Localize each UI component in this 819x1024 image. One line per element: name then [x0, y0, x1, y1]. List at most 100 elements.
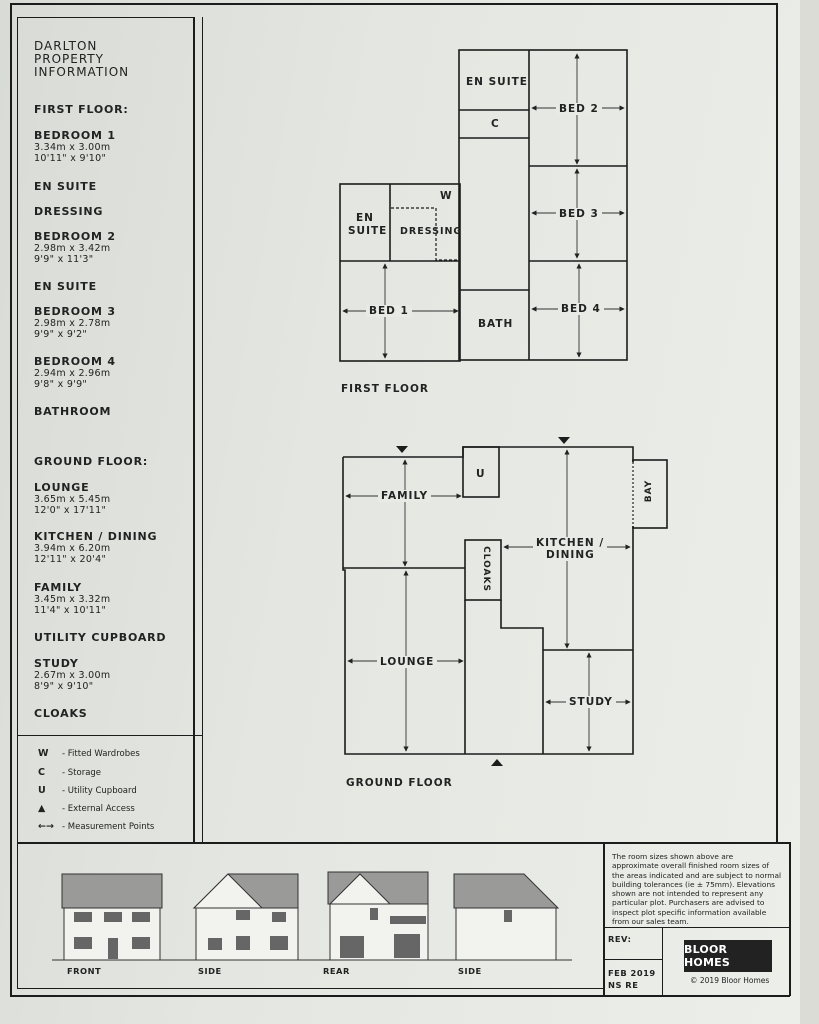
label-bath: BATH: [478, 318, 514, 330]
label-bed1: BED 1: [366, 305, 412, 317]
key-item-storage: C- Storage: [38, 767, 101, 778]
room-name: FAMILY: [34, 581, 82, 594]
label-dining: DINING: [543, 549, 598, 561]
room-imperial: 12'11" x 20'4": [34, 554, 107, 565]
outer-border-bottom: [10, 995, 790, 997]
ground-floor-room-5: STUDY 2.67m x 3.00m 8'9" x 9'10": [34, 657, 194, 692]
room-imperial: 9'9" x 11'3": [34, 254, 94, 265]
triangle-icon: ▲: [38, 803, 46, 814]
room-imperial: 9'8" x 9'9": [34, 379, 88, 390]
room-imperial: 8'9" x 9'10": [34, 681, 94, 692]
first-floor-left-block: [339, 183, 461, 362]
rev-rule: [603, 927, 790, 928]
ref-code: NS RE: [608, 980, 639, 990]
label-en: EN: [356, 212, 374, 224]
rev-label: REV:: [608, 934, 632, 944]
room-metric: 2.67m x 3.00m: [34, 670, 111, 681]
first-floor-caption: FIRST FLOOR: [341, 383, 429, 395]
key-symbol: W: [38, 748, 49, 759]
ground-floor-caption: GROUND FLOOR: [346, 777, 453, 789]
room-name: KITCHEN / DINING: [34, 530, 158, 543]
key-label: - External Access: [62, 803, 135, 814]
first-floor-room-8: BATHROOM: [34, 405, 112, 418]
elevation-label-front: FRONT: [67, 966, 102, 976]
label-study: STUDY: [566, 696, 616, 708]
ground-floor-room-6: CLOAKS: [34, 707, 88, 720]
first-floor-room-5: EN SUITE: [34, 280, 97, 293]
sidebar-border-left: [17, 17, 18, 842]
room-metric: 2.94m x 2.96m: [34, 368, 111, 379]
first-floor-room-1: BEDROOM 1 3.34m x 3.00m 10'11" x 9'10": [34, 129, 194, 164]
double-arrow-icon: ←→: [38, 821, 54, 832]
key-label: - Utility Cupboard: [62, 785, 137, 796]
first-floor-room-2: EN SUITE: [34, 180, 97, 193]
wardrobe-dashed: [391, 207, 460, 261]
outer-border-top: [10, 3, 777, 5]
rev-box-divider: [662, 927, 663, 996]
room-name: BEDROOM 1: [34, 129, 116, 142]
date-code: FEB 2019: [608, 968, 656, 978]
outer-border-left: [10, 3, 12, 996]
room-metric: 3.45m x 3.32m: [34, 594, 111, 605]
key-item-wardrobes: W - Fitted Wardrobes: [38, 748, 140, 759]
utility-cupboard: [462, 446, 500, 498]
elevations-divider: [603, 842, 605, 996]
room-name: STUDY: [34, 657, 79, 670]
room-imperial: 9'9" x 9'2": [34, 329, 88, 340]
bloor-homes-logo: BLOOR HOMES: [684, 940, 772, 972]
room-metric: 2.98m x 2.78m: [34, 318, 111, 329]
room-imperial: 11'4" x 10'11": [34, 605, 107, 616]
key-label: - Measurement Points: [62, 821, 155, 832]
label-bed4: BED 4: [558, 303, 604, 315]
room-imperial: 10'11" x 9'10": [34, 153, 107, 164]
elevations-border-left: [17, 842, 18, 988]
elevation-label-side-1: SIDE: [198, 966, 222, 976]
elevations-border-bottom: [17, 988, 603, 989]
date-rule: [603, 959, 663, 960]
key-item-access: ▲ - External Access: [38, 803, 135, 814]
room-metric: 2.98m x 3.42m: [34, 243, 111, 254]
first-floor-heading: FIRST FLOOR:: [34, 103, 129, 116]
outer-border-right: [776, 3, 778, 843]
first-floor-room-4: BEDROOM 2 2.98m x 3.42m 9'9" x 11'3": [34, 230, 194, 265]
first-floor-room-7: BEDROOM 4 2.94m x 2.96m 9'8" x 9'9": [34, 355, 194, 390]
label-wardrobe-w: W: [440, 190, 453, 202]
label-family: FAMILY: [378, 490, 432, 502]
ground-floor-room-2: KITCHEN / DINING 3.94m x 6.20m 12'11" x …: [34, 530, 194, 565]
key-label: - Fitted Wardrobes: [62, 748, 140, 759]
label-suite: SUITE: [348, 225, 388, 237]
ground-floor-room-3: FAMILY 3.45m x 3.32m 11'4" x 10'11": [34, 581, 194, 616]
key-item-measurement: ←→ - Measurement Points: [38, 821, 154, 832]
first-floor-room-3: DRESSING: [34, 205, 104, 218]
disclaimer-text: The room sizes shown above are approxima…: [612, 852, 782, 927]
key-divider: [17, 735, 203, 736]
room-metric: 3.65m x 5.45m: [34, 494, 111, 505]
key-symbol: U: [38, 785, 46, 796]
access-arrow-top-right: [558, 437, 570, 444]
label-bay: BAY: [644, 479, 655, 503]
label-bed2: BED 2: [556, 103, 602, 115]
label-en-suite-top: EN SUITE: [466, 76, 528, 88]
label-lounge: LOUNGE: [377, 656, 438, 668]
ground-floor-room-1: LOUNGE 3.65m x 5.45m 12'0" x 17'11": [34, 481, 194, 516]
footer-right-border: [789, 842, 791, 996]
sidebar-border-top: [17, 17, 193, 18]
property-title: DARLTON PROPERTY INFORMATION: [34, 39, 130, 79]
room-name: BEDROOM 4: [34, 355, 116, 368]
sidebar-right-rule: [202, 17, 203, 843]
key-item-utility: U - Utility Cupboard: [38, 785, 137, 796]
ground-floor-room-4: UTILITY CUPBOARD: [34, 631, 167, 644]
copyright-text: © 2019 Bloor Homes: [690, 976, 770, 985]
first-floor-room-6: BEDROOM 3 2.98m x 2.78m 9'9" x 9'2": [34, 305, 194, 340]
elevation-label-side-2: SIDE: [458, 966, 482, 976]
label-cloaks: CLOAKS: [480, 546, 491, 592]
footer-top-rule: [17, 842, 790, 844]
key-label: - Storage: [62, 767, 102, 778]
room-name: BEDROOM 2: [34, 230, 116, 243]
label-storage-c: C: [491, 118, 500, 130]
label-utility-u: U: [476, 468, 486, 480]
label-kitchen: KITCHEN /: [533, 537, 608, 549]
room-imperial: 12'0" x 17'11": [34, 505, 107, 516]
room-name: LOUNGE: [34, 481, 90, 494]
